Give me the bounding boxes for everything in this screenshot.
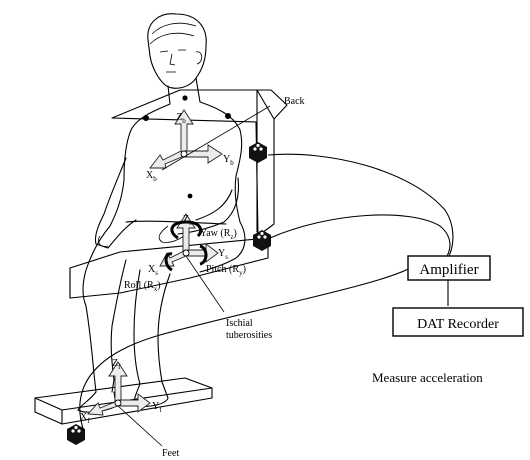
back-label: Back [284, 96, 305, 107]
back-y-label: Yb [223, 154, 234, 167]
back-axes [150, 110, 222, 168]
measure-acceleration-label: Measure acceleration [372, 370, 483, 385]
seated-person [78, 14, 245, 412]
yaw-label: Yaw (Rz) [200, 228, 237, 241]
seat-x-label: Xs [148, 264, 158, 277]
dat-recorder-label: DAT Recorder [417, 317, 499, 332]
feet-pointer [118, 406, 162, 446]
amplifier-label: Amplifier [419, 262, 478, 278]
back-x-label: Xb [146, 170, 157, 183]
cables [80, 154, 453, 432]
feet-y-label: Yf [152, 401, 162, 414]
pitch-label: Pitch (Ry) [206, 264, 246, 277]
ischial-label-line2: tuberosities [226, 330, 272, 341]
back-sensor-icon [249, 142, 267, 163]
ischial-label-line1: Ischial [226, 318, 253, 329]
seat-y-label: Ys [218, 248, 228, 261]
feet-label: Feet [162, 448, 179, 459]
